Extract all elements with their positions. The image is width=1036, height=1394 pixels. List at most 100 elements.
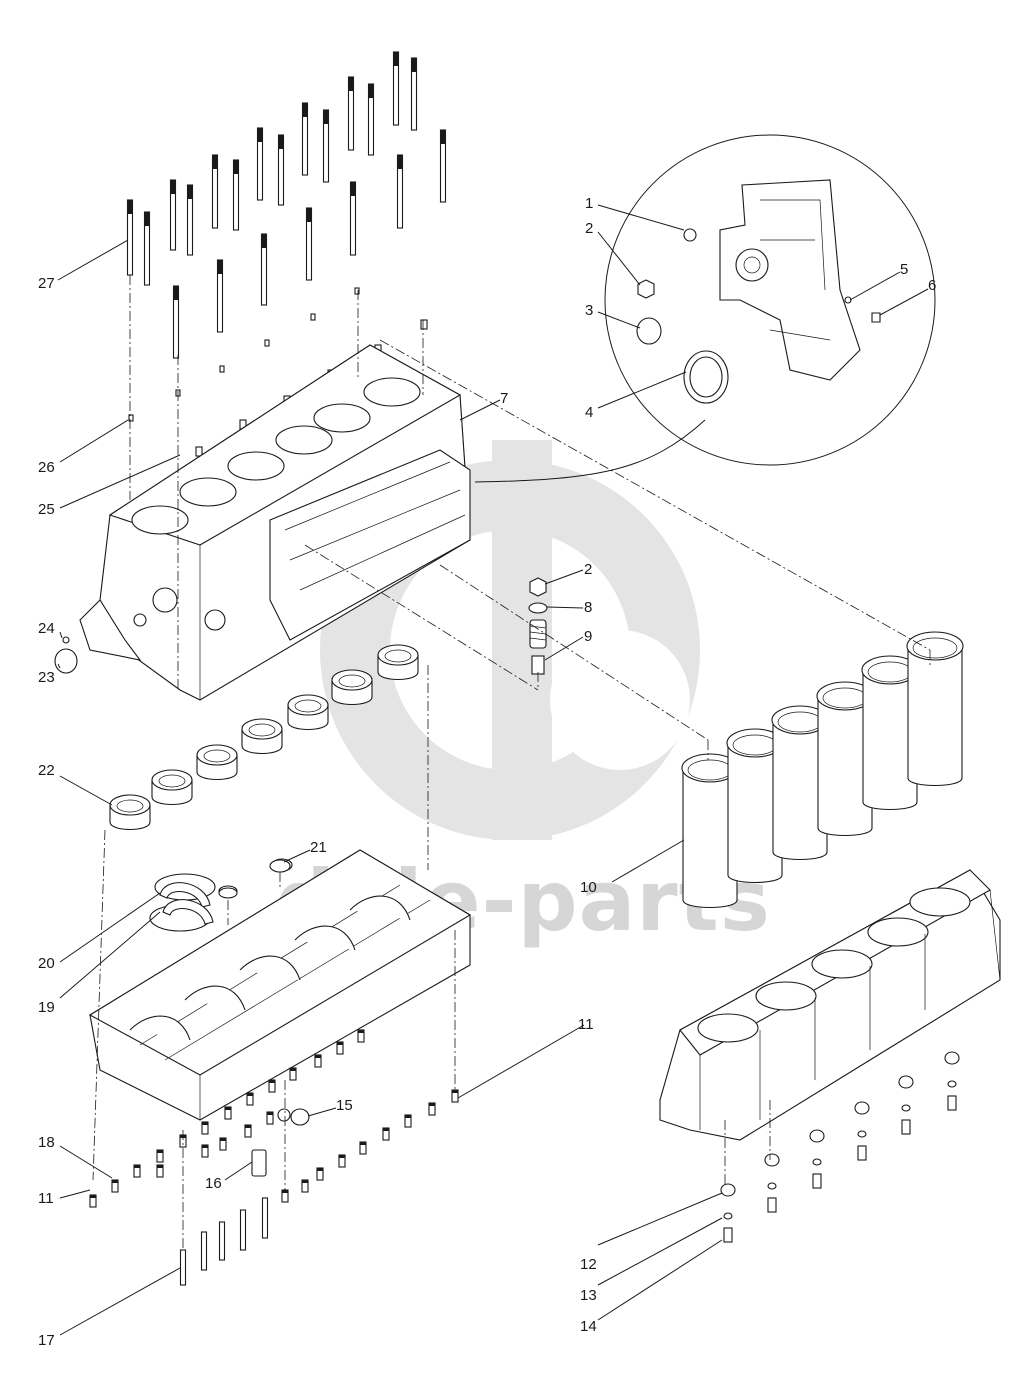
stud [410,57,418,131]
stud [143,211,151,286]
detail-gear-housing [474,134,936,483]
clamp-assembly [809,1129,825,1189]
bolt [268,1079,276,1093]
bolt [316,1167,324,1181]
bearing-shell [151,769,193,806]
stud [277,134,285,206]
callout-3: 3 [585,302,593,319]
stud [169,179,177,251]
alignment-lines [92,275,931,1250]
callout-9: 9 [584,628,592,645]
bolt [382,1127,390,1141]
cylinder-liner [726,728,784,883]
callout-4: 4 [585,404,593,421]
cylinder-block [79,344,471,701]
clamp-assembly [944,1051,960,1111]
bolt [156,1164,164,1178]
clamp-assembly [898,1075,914,1135]
clamp-assembly [720,1183,736,1243]
callout-18: 18 [38,1134,55,1151]
stud [172,285,180,359]
dowel [264,339,270,347]
cylinder-liner [771,705,829,860]
callout-27: 27 [38,275,55,292]
long-bolt [179,1249,187,1286]
bolt [289,1067,297,1081]
callout-2: 2 [585,220,593,237]
bearing-shell [377,644,419,681]
cylinder-liner [816,681,874,836]
stud [396,154,404,229]
long-bolt [239,1209,247,1251]
bearing-shell [241,718,283,755]
bolt [357,1029,365,1043]
bolt [266,1111,274,1125]
block-with-liners-installed [659,869,1001,1141]
callout-26: 26 [38,459,55,476]
bearing-shell [331,669,373,706]
stud [186,184,194,256]
cylinder-head-studs [126,51,447,359]
callout-25: 25 [38,501,55,518]
stud [126,199,134,276]
dowel [420,319,428,330]
bolt [111,1179,119,1193]
bolt [301,1179,309,1193]
dowel [219,365,225,373]
long-bolt [200,1231,208,1271]
long-bolt [261,1197,269,1239]
bolt [281,1189,289,1203]
dowel [195,446,203,457]
stud [232,159,240,231]
bolt [224,1106,232,1120]
bolt [246,1092,254,1106]
bolt [133,1164,141,1178]
bedplate-bolts [89,1029,459,1208]
bolt [451,1089,459,1103]
pressure-valve-parts [528,577,548,675]
callout-11-right: 11 [578,1016,594,1033]
main-bearing-shells [109,644,419,831]
callout-7: 7 [500,390,508,407]
clamp-assembly [854,1101,870,1161]
callout-15: 15 [336,1097,353,1114]
callout-22: 22 [38,762,55,779]
bolt [219,1137,227,1151]
callout-21: 21 [310,839,327,856]
stud [301,102,309,176]
stud [439,129,447,203]
bolt [338,1154,346,1168]
plug-and-sleeve [251,1108,310,1177]
dowel [128,414,134,422]
callout-2-valve: 2 [584,561,592,578]
cylinder-liner [906,631,964,786]
callout-5: 5 [900,261,908,278]
stud [392,51,400,126]
callout-11-left: 11 [38,1190,54,1207]
liner-clamp-bolts [720,1051,960,1243]
clamp-assembly [764,1153,780,1213]
callout-12: 12 [580,1256,597,1273]
callout-1: 1 [585,195,593,212]
callout-16: 16 [205,1175,222,1192]
stud [305,207,313,281]
leader-lines [57,204,929,1336]
stud [216,259,224,333]
cylinder-liners [681,631,964,908]
bolt [201,1121,209,1135]
bolt [89,1194,97,1208]
dowel [310,313,316,321]
callout-labels: 1 2 3 4 5 6 7 2 8 9 10 11 11 12 13 14 15… [38,195,936,1349]
bolt [244,1124,252,1138]
bearing-shell [287,694,329,731]
bearing-shell [109,794,151,831]
bolt [359,1141,367,1155]
callout-14: 14 [580,1318,597,1335]
long-bolts [179,1197,269,1286]
cylinder-liner [681,753,739,908]
stud [347,76,355,151]
callout-17: 17 [38,1332,55,1349]
bolt [156,1149,164,1163]
